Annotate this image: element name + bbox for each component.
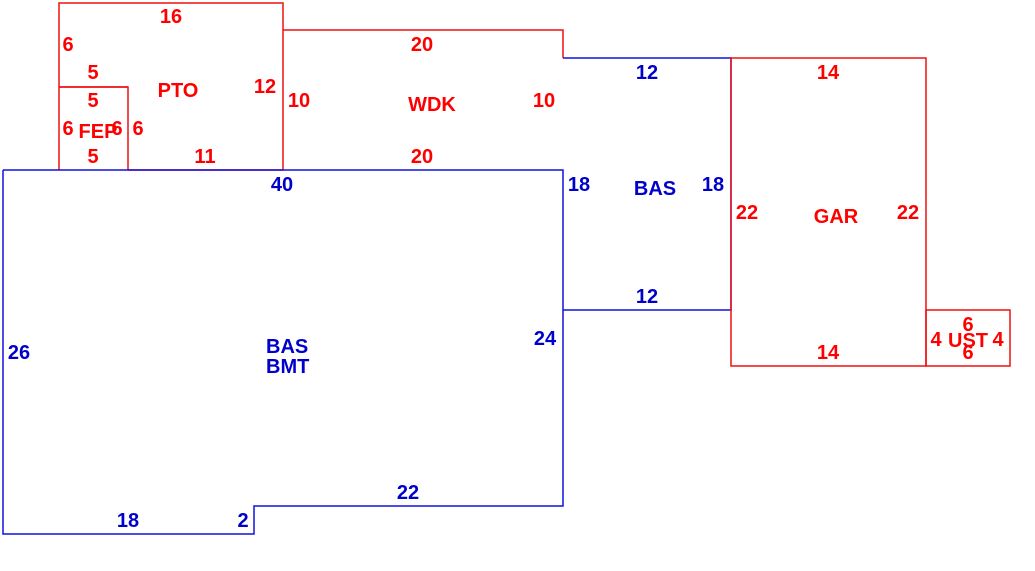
wdk-dim-bottom: 20 bbox=[411, 146, 433, 168]
gar-outline bbox=[730, 57, 927, 367]
ust-label: UST bbox=[948, 330, 988, 352]
pto-dim-bottom: 11 bbox=[194, 146, 215, 168]
bas-side-dim-bottom: 12 bbox=[636, 286, 658, 308]
bas-side-dim-left: 18 bbox=[568, 174, 590, 196]
fep-outline bbox=[59, 86, 129, 170]
bas-side-dim-right: 18 bbox=[702, 174, 724, 196]
gar-dim-bottom: 14 bbox=[817, 342, 840, 364]
ust-dim-right: 4 bbox=[992, 329, 1004, 351]
ust-dim-bottom: 6 bbox=[962, 342, 973, 364]
gar-dim-right: 22 bbox=[897, 202, 919, 224]
bmt-label: BMT bbox=[266, 356, 309, 378]
pto-dim-top: 16 bbox=[160, 6, 182, 28]
bas-main-dim-top: 40 bbox=[271, 174, 293, 196]
wdk-outline bbox=[283, 29, 564, 58]
bas-main-outline bbox=[2, 169, 564, 535]
bas-main-dim-bottom-right: 22 bbox=[397, 482, 419, 504]
bas-main-dim-step: 2 bbox=[237, 510, 248, 532]
pto-label: PTO bbox=[158, 80, 199, 102]
fep-dim-right-inner: 6 bbox=[111, 118, 122, 140]
gar-dim-top: 14 bbox=[817, 62, 840, 84]
ust-outline bbox=[925, 309, 1011, 367]
gar-label: GAR bbox=[814, 206, 859, 228]
fep-dim-right: 6 bbox=[132, 118, 143, 140]
pto-dim-left: 6 bbox=[62, 34, 73, 56]
fep-dim-top: 5 bbox=[87, 90, 98, 112]
bas-side-label: BAS bbox=[634, 178, 676, 200]
ust-dim-top: 6 bbox=[962, 314, 973, 336]
wdk-label: WDK bbox=[408, 94, 456, 116]
bas-main-dim-left: 26 bbox=[8, 342, 30, 364]
wdk-dim-top: 20 bbox=[411, 34, 433, 56]
wdk-dim-left: 10 bbox=[288, 90, 310, 112]
bas-main-dim-right: 24 bbox=[534, 328, 557, 350]
bas-main-label: BAS bbox=[266, 336, 308, 358]
bas-main-dim-bottom-left: 18 bbox=[117, 510, 139, 532]
pto-dim-lower-top: 5 bbox=[87, 62, 98, 84]
fep-dim-left: 6 bbox=[62, 118, 73, 140]
fep-label: FEP bbox=[79, 121, 118, 143]
ust-dim-left: 4 bbox=[930, 329, 942, 351]
fep-dim-bottom: 5 bbox=[87, 146, 98, 168]
gar-dim-left: 22 bbox=[736, 202, 758, 224]
bas-side-dim-top: 12 bbox=[636, 62, 658, 84]
wdk-dim-right: 10 bbox=[533, 90, 555, 112]
pto-dim-right: 12 bbox=[254, 76, 276, 98]
